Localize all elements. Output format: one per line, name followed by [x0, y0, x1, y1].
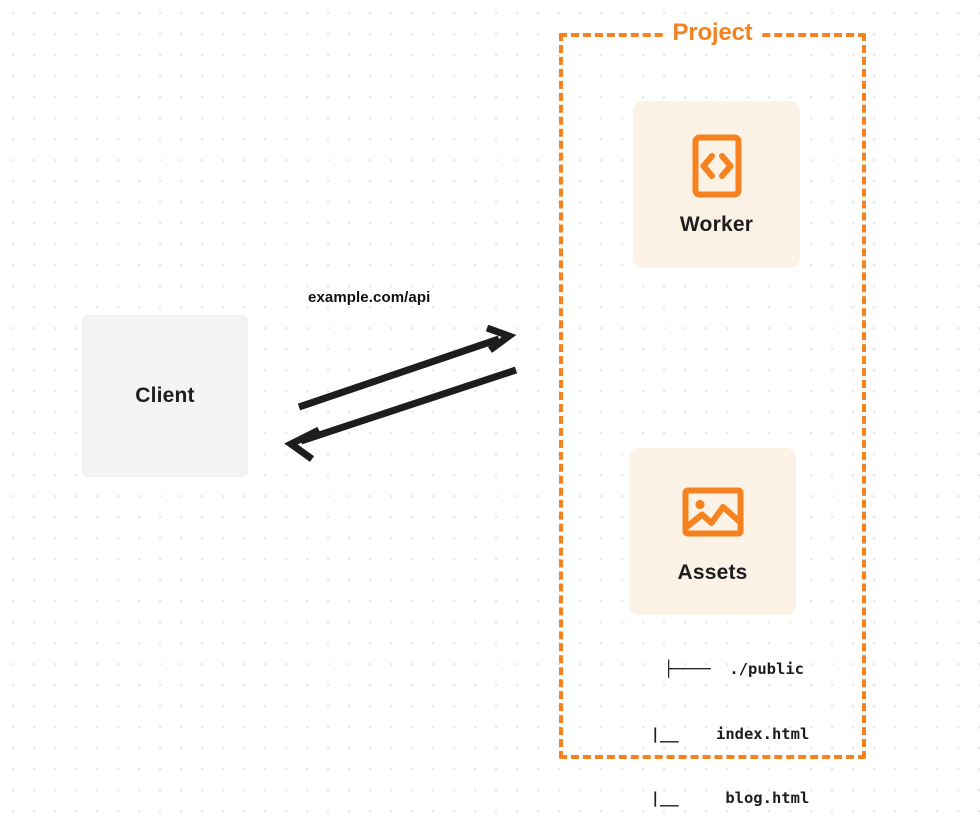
node-assets[interactable]: Assets — [629, 448, 796, 615]
project-container: Project — [559, 19, 866, 759]
worker-label: Worker — [679, 212, 754, 236]
file-tree: ├──── ./public |__ index.html |__ blog.h… — [604, 616, 810, 818]
code-brackets-icon — [692, 134, 741, 197]
node-client[interactable]: Client — [82, 315, 248, 477]
request-arrow — [297, 324, 517, 411]
assets-label: Assets — [677, 560, 748, 584]
project-title: Project — [664, 19, 761, 47]
response-arrow — [284, 366, 518, 462]
image-icon — [682, 487, 743, 536]
file-tree-row: ├──── ./public — [664, 660, 804, 678]
client-label: Client — [135, 384, 195, 407]
file-tree-row: |__ blog.html — [604, 789, 810, 807]
connection-label: example.com/api — [308, 289, 431, 306]
file-tree-row: |__ index.html — [604, 724, 810, 743]
node-worker[interactable]: Worker — [633, 101, 800, 268]
